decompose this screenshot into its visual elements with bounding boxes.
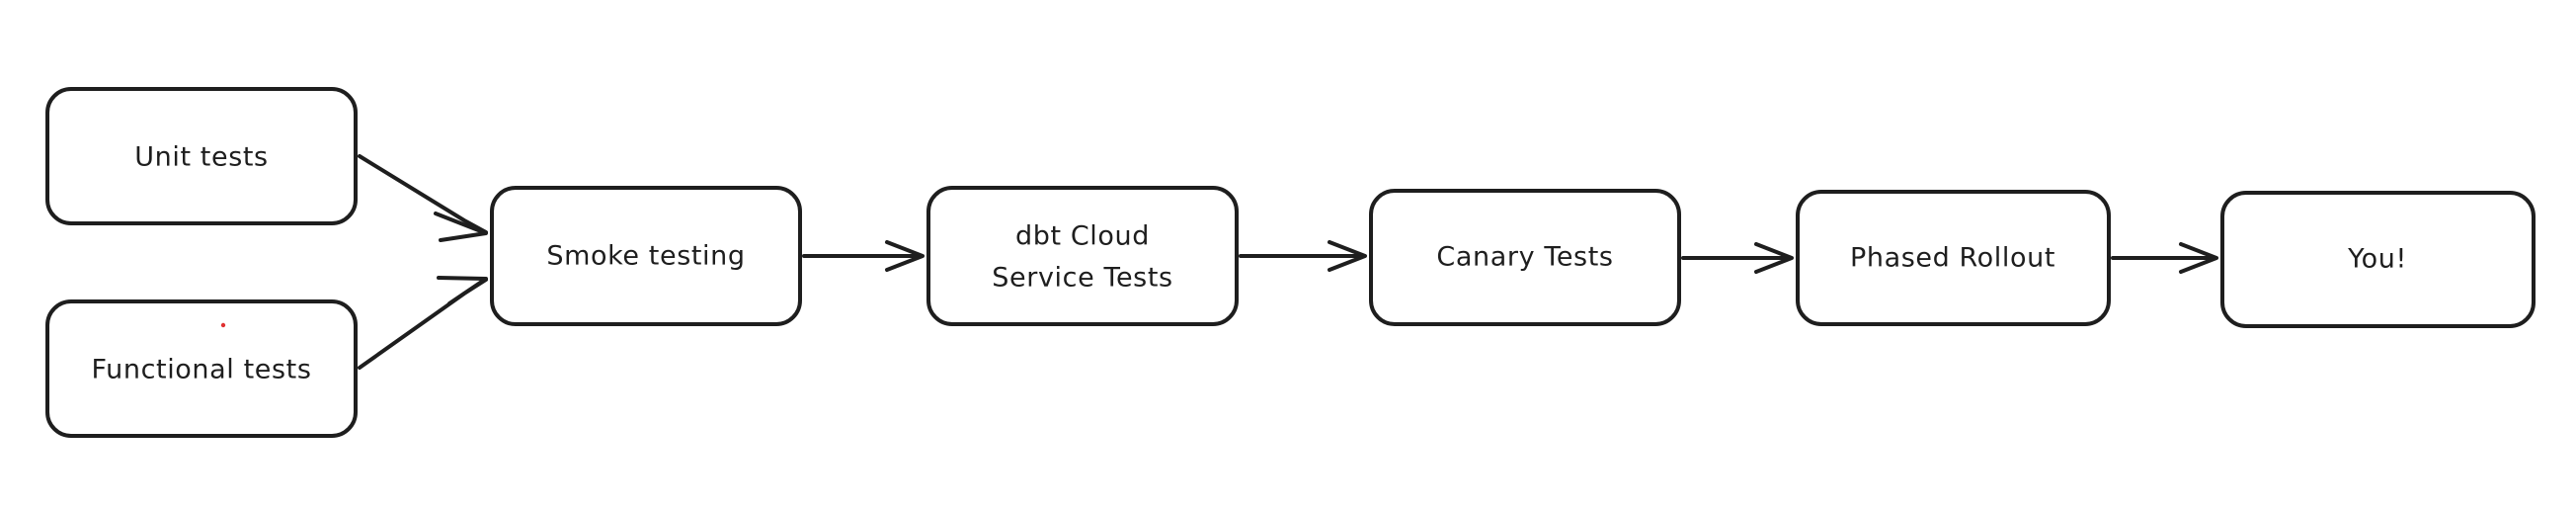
node-canary-tests-label: Canary Tests [1436, 242, 1613, 273]
node-unit-tests[interactable]: Unit tests [45, 87, 358, 225]
node-canary-tests-shape [1369, 189, 1681, 326]
edge-dbt-to-canary [1239, 240, 1367, 272]
edge-smoke-to-dbt [802, 240, 925, 272]
node-you[interactable]: You! [2220, 191, 2536, 328]
node-you-shape [2220, 191, 2536, 328]
red-speck-artifact [220, 322, 226, 328]
node-unit-tests-shape [45, 87, 358, 225]
node-functional-tests-label: Functional tests [92, 355, 312, 385]
node-you-label: You! [2347, 244, 2407, 275]
node-smoke-testing-label: Smoke testing [546, 241, 745, 272]
node-functional-tests[interactable]: Functional tests [45, 299, 358, 438]
edge-canary-to-phased [1681, 242, 1794, 274]
node-dbt-cloud-service-tests-label-line1: dbt Cloud [1015, 221, 1150, 252]
node-phased-rollout[interactable]: Phased Rollout [1796, 190, 2111, 326]
edge-phased-to-you [2111, 242, 2218, 274]
node-smoke-testing-shape [490, 186, 802, 326]
node-smoke-testing[interactable]: Smoke testing [490, 186, 802, 326]
edge-unit-to-smoke [358, 154, 488, 242]
node-functional-tests-shape [45, 299, 358, 438]
edge-layer [358, 154, 2218, 370]
node-dbt-cloud-service-tests-label-line2: Service Tests [992, 263, 1172, 294]
node-unit-tests-label: Unit tests [134, 142, 268, 173]
node-dbt-cloud-service-tests[interactable]: dbt Cloud Service Tests [926, 186, 1239, 326]
node-phased-rollout-label: Phased Rollout [1850, 243, 2055, 274]
edge-functional-to-smoke [358, 276, 488, 370]
node-canary-tests[interactable]: Canary Tests [1369, 189, 1681, 326]
node-dbt-cloud-service-tests-shape [926, 186, 1239, 326]
node-phased-rollout-shape [1796, 190, 2111, 326]
